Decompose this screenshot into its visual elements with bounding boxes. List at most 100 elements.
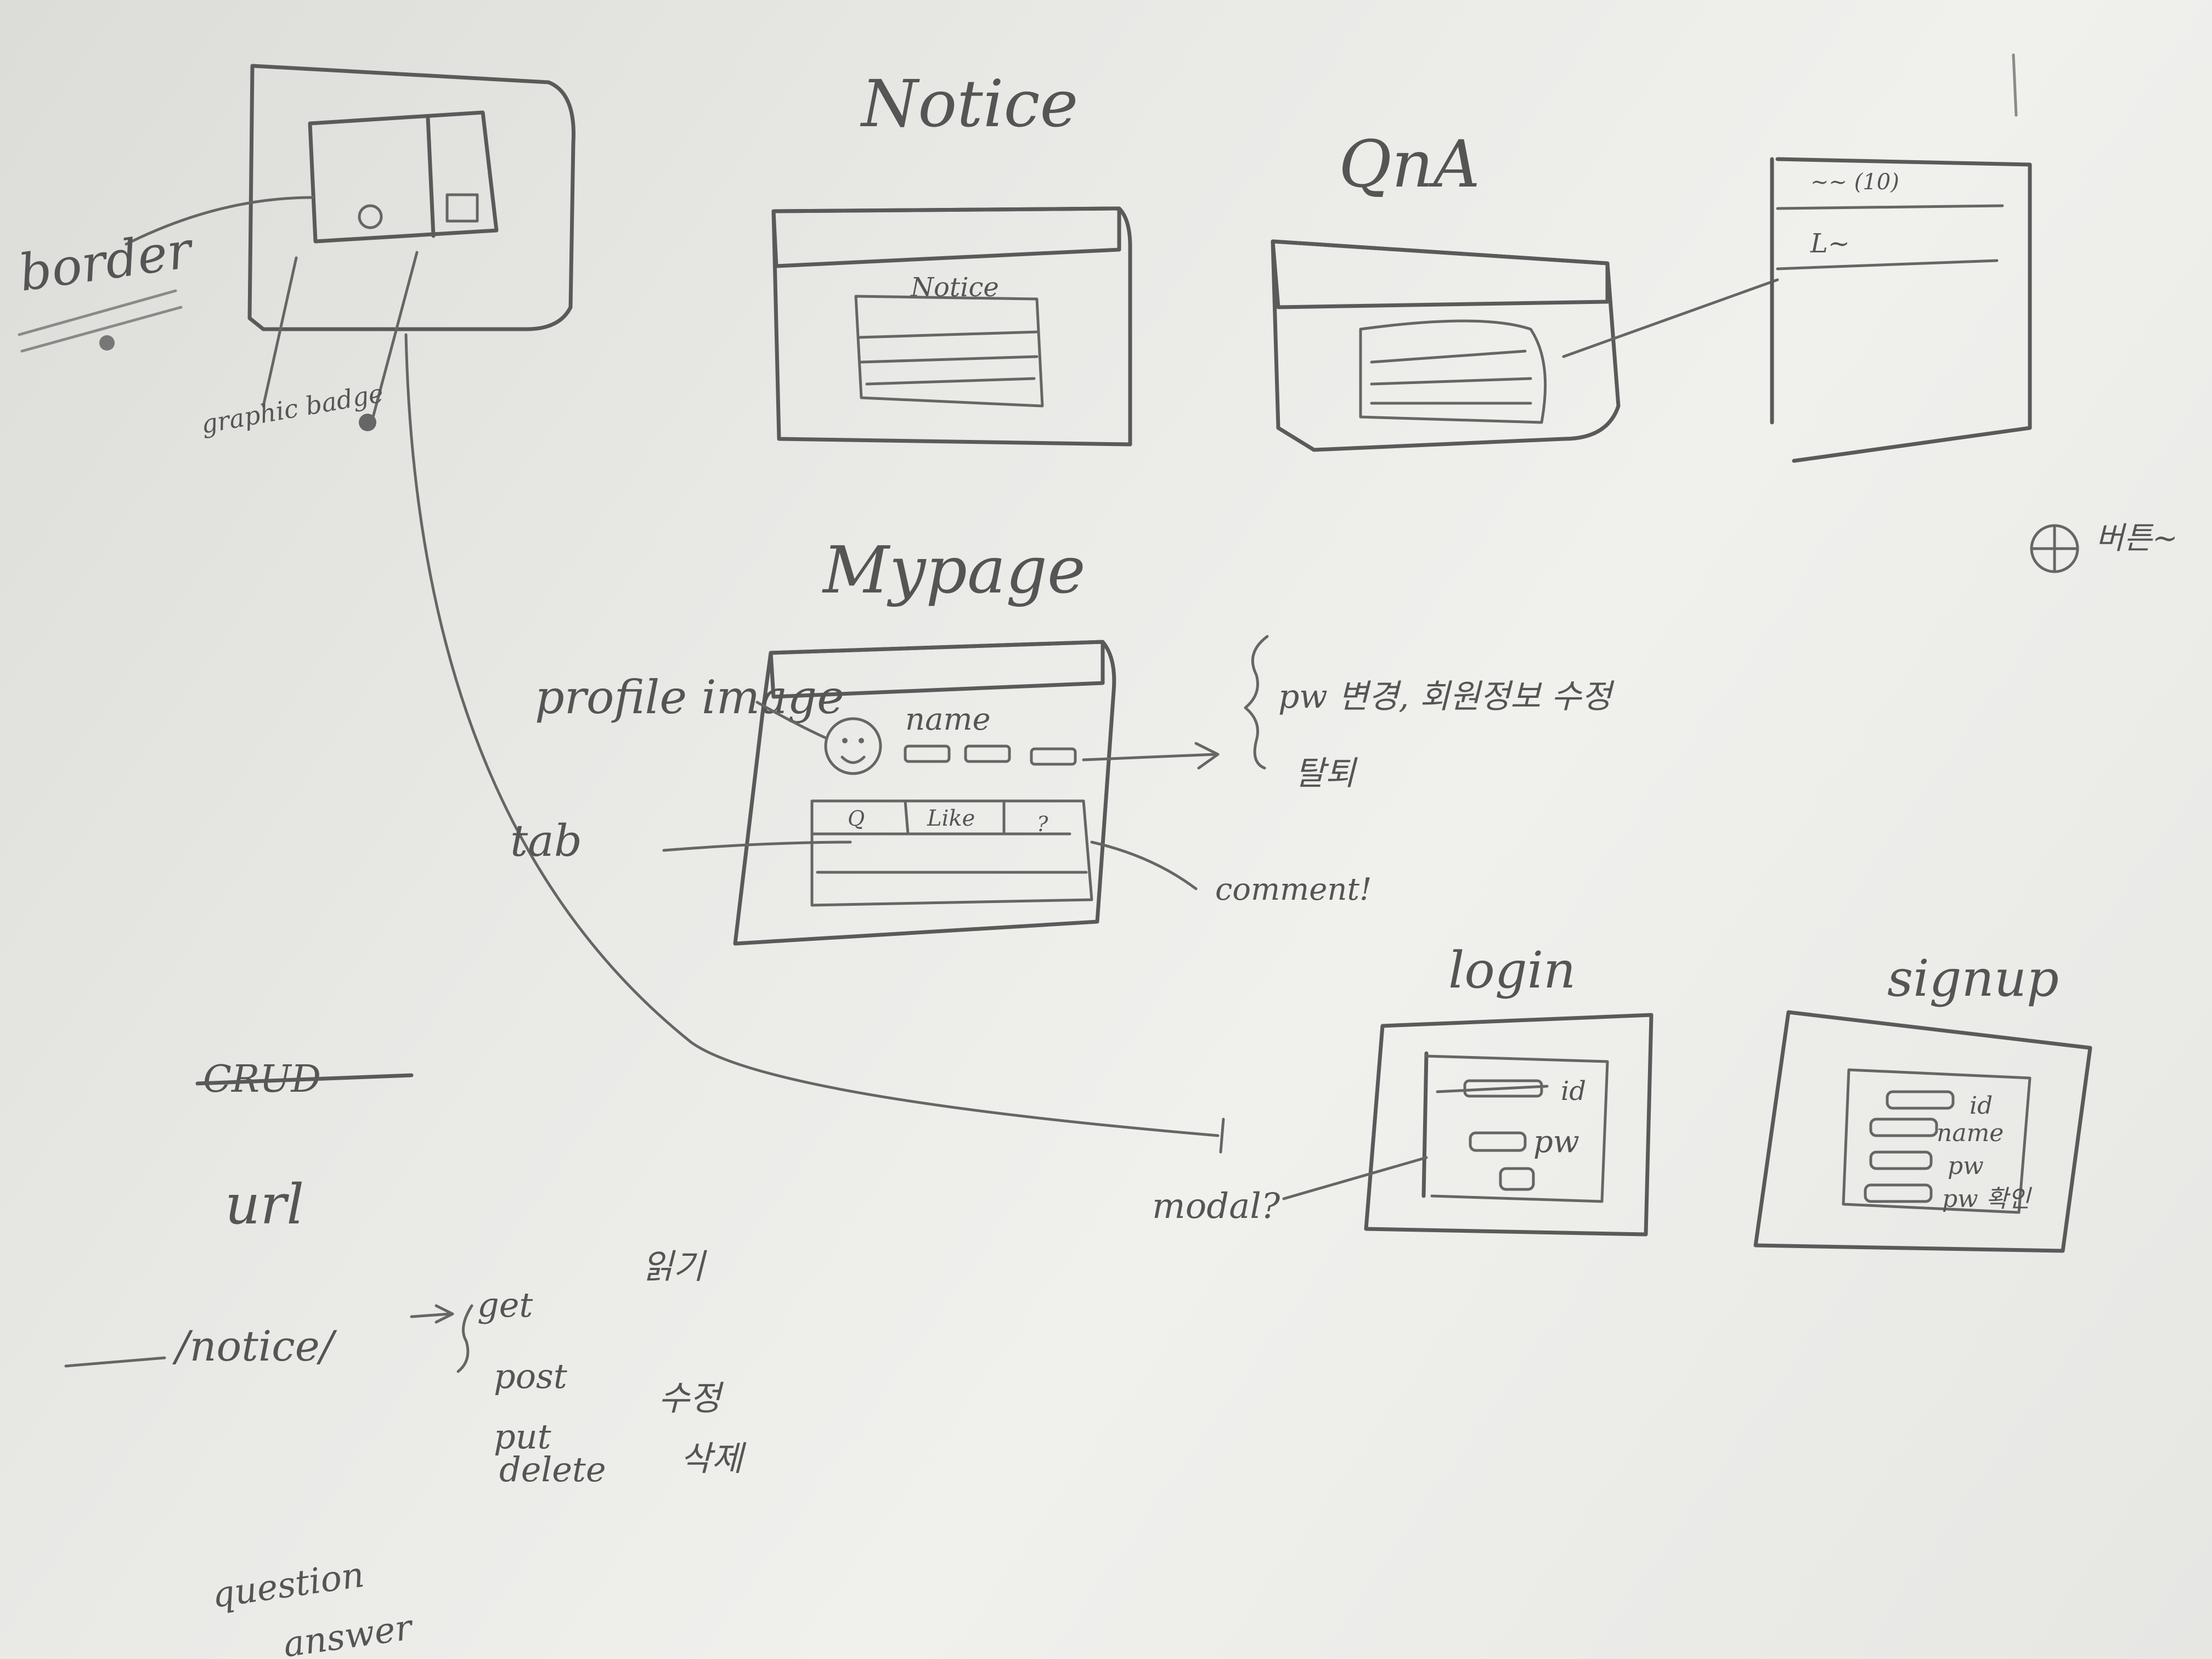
badge-pointer-line [262,256,298,408]
signup-sketch: signup id name pw pw 확인 [1753,949,2092,1253]
comment-pointer [1090,840,1198,890]
home-screen [308,110,499,244]
home-to-modal-curve [404,333,1220,1137]
login-id-label: id [1561,1076,1586,1107]
signup-pw-label: pw [1948,1152,1984,1180]
method-delete: delete [499,1449,606,1489]
signup-pw-field [1869,1150,1933,1170]
login-pw-field [1469,1131,1527,1152]
home-screen-divider [426,116,436,238]
home-square-icon [445,193,479,223]
signup-frame [1753,1010,2092,1253]
signup-name-label: name [1937,1119,2004,1147]
plus-button-label: 버튼~ [2096,521,2178,556]
profile-image-pointer [755,701,827,740]
signup-title: signup [1887,949,2059,1008]
path-dash [64,1356,166,1368]
plus-button-note: 버튼~ [2030,521,2178,573]
mypage-title: Mypage [822,532,1086,608]
mypage-frame [733,640,1116,946]
api-notes: CRUD url /notice/ get post put delete 읽기… [64,1058,747,1659]
login-id-field [1463,1079,1543,1098]
notice-title: Notice [860,66,1078,142]
notice-list-line-1 [857,330,1039,339]
method-post: post [494,1356,567,1396]
qna-sketch: QnA [1271,126,1779,452]
mypage-name-label: name [905,702,991,737]
mypage-tab-panel [810,799,1093,907]
notice-frame [771,206,1132,447]
notice-header-hatch [771,206,1121,268]
signup-pw-confirm-field [1864,1183,1933,1203]
border-pointer-line [125,196,314,246]
qna-detail-row-line-2 [1776,259,1999,270]
signup-name-field [1869,1118,1938,1137]
footer-word-question: question [210,1555,366,1616]
stray-mark [2012,53,2018,117]
mypage-action-button-1 [904,744,951,763]
mypage-action-button-2 [964,744,1011,763]
tab-label: tab [510,815,582,866]
border-mark [99,335,115,351]
signup-id-field [1886,1090,1955,1110]
login-frame [1364,1013,1654,1237]
login-title: login [1448,941,1576,1000]
border-label: border [15,220,198,303]
tab-pointer [662,840,852,852]
profile-image-icon [824,717,882,775]
crossed-heading-strike [195,1073,414,1086]
qna-card [1359,319,1547,424]
badge-label: graphic badge [199,378,386,439]
border-underline [18,289,183,353]
notice-list-line-2 [860,355,1039,364]
mypage-tab-other: ? [1037,812,1048,836]
qna-detail-line-1: ~~ (10) [1810,170,1899,195]
home-sketch: border graphic badge [15,64,575,439]
home-hatched-frame [247,64,575,331]
qna-detail-connector [1562,278,1779,358]
qna-detail-frame [1775,157,2032,463]
method-get: get [477,1285,533,1325]
profile-image-label: profile image [535,670,844,724]
login-left-edge [1421,1051,1429,1198]
qna-card-line-1 [1370,349,1527,364]
badge-pointer-line-2 [371,251,419,419]
method-put: put [494,1417,551,1457]
home-circle-icon [358,204,383,229]
actions-note-1: pw 변경, 회원정보 수정 [1278,678,1615,716]
url-heading: url [225,1172,304,1237]
signup-id-label: id [1970,1092,1993,1120]
mypage-action-button-3 [1030,747,1077,766]
qna-detail-line-2: L~ [1810,228,1850,259]
method-note-put: 수정 [658,1378,724,1418]
qna-detail-row-line-1 [1776,204,2004,210]
modal-note: modal? [1152,1186,1280,1227]
mypage-tab-q: Q [848,806,865,831]
qna-header-hatch [1271,239,1610,309]
login-submit-button [1499,1167,1535,1191]
qna-frame [1271,239,1621,452]
login-modal-box [1425,1054,1609,1203]
methods-brace [456,1304,473,1373]
mypage-sketch: Mypage name Q Like ? profile image tab c… [510,532,1615,946]
url-path: /notice/ [172,1322,337,1370]
path-arrow [410,1304,454,1324]
login-sketch: login id pw modal? [1152,941,1654,1237]
modal-pointer [1282,1156,1428,1200]
method-note-get: 읽기 [642,1246,707,1286]
qna-title: QnA [1339,126,1480,202]
signup-pw-confirm-label: pw 확인 [1942,1185,2032,1213]
actions-brace [1244,635,1269,770]
mypage-tab-like: Like [927,806,975,831]
notice-sketch: Notice Notice [771,66,1132,447]
mypage-header-hatch [769,640,1105,699]
badge-dot [359,414,376,431]
qna-card-line-2 [1370,377,1532,386]
notice-list-box [854,295,1044,408]
method-note-delete: 삭제 [680,1438,747,1479]
mypage-actions-arrow [1082,742,1220,770]
notice-list-line-3 [865,377,1036,386]
actions-note-2: 탈퇴 [1295,754,1358,793]
footer-word-answer: answer [281,1607,416,1659]
